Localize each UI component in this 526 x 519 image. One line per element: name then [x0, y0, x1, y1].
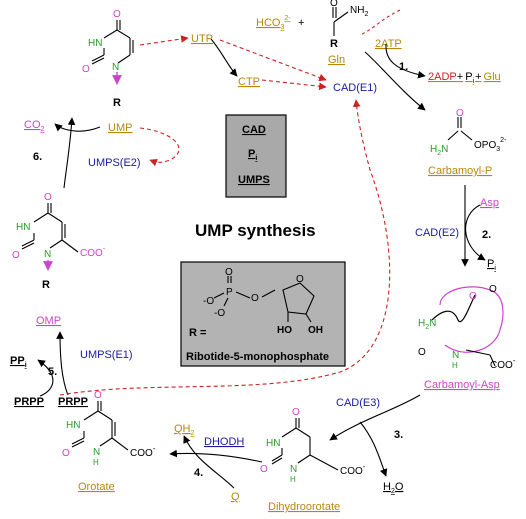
- carbamoyl-p-structure: O H2N OPO32- Carbamoyl-P: [428, 108, 507, 177]
- carbamoyl-p-h2n: H2N: [430, 144, 448, 157]
- omp-o1: O: [44, 192, 52, 203]
- orotate-h: H: [93, 458, 99, 467]
- ribose-ho: HO: [277, 325, 292, 336]
- ribose-o-bridge: O: [251, 293, 259, 304]
- uracil-top-r: R: [113, 97, 121, 109]
- legend-cad: CAD: [242, 124, 266, 136]
- ribose-o-ring: O: [296, 274, 304, 285]
- step-2: 2.: [482, 229, 491, 241]
- asp-label: Asp: [480, 197, 499, 209]
- legend-umps: UMPS: [238, 174, 270, 186]
- carbamoyl-asp-label: Carbamoyl-Asp: [424, 379, 500, 391]
- utp-label: UTP: [191, 33, 213, 45]
- plus-hco3: +: [298, 17, 304, 29]
- gln-r: R: [330, 38, 338, 50]
- carbamoyl-asp-o2: O: [489, 284, 497, 295]
- prpp-label: PRPP: [58, 396, 88, 408]
- ribose-o-bottom: -O: [214, 308, 225, 319]
- ribose-caption: Ribotide-5-monophosphate: [186, 351, 329, 363]
- dho-n: N: [290, 464, 297, 475]
- dho-coo: COO-: [340, 462, 366, 477]
- carbamoyl-asp-structure: O O H2N O N H COO- Carbamoyl-Asp: [418, 284, 516, 391]
- orotate-o1: O: [94, 390, 102, 401]
- enzyme-umps-e1: UMPS(E1): [80, 349, 133, 361]
- hco3-label: HCO32-: [256, 15, 291, 31]
- carbamoyl-asp-o3: O: [418, 347, 426, 358]
- diagram-title: UMP synthesis: [195, 221, 316, 240]
- omp-r: R: [42, 279, 50, 291]
- step-4: 4.: [194, 467, 203, 479]
- carbamoyl-asp-coo: COO-: [490, 356, 516, 371]
- carbamoyl-asp-h2n: H2N: [418, 318, 436, 331]
- ribose-r-label: R =: [189, 327, 206, 339]
- legend-pi: Pi: [248, 148, 257, 162]
- orotate-hn: HN: [66, 420, 80, 431]
- ribose-o-minus: -O: [203, 296, 214, 307]
- uracil-top: O HN O N R: [82, 9, 134, 109]
- orotate-o2: O: [62, 448, 70, 459]
- omp-label: OMP: [36, 315, 61, 327]
- qh2-label: QH2: [174, 423, 195, 437]
- orotate-n: N: [93, 447, 100, 458]
- uracil-top-hn: HN: [88, 38, 102, 49]
- carbamoyl-p-opo3: OPO32-: [474, 137, 507, 153]
- co2-label: CO2: [24, 119, 45, 133]
- orotate-label: Orotate: [78, 481, 115, 493]
- gln-nh2: NH2: [350, 5, 368, 18]
- ribose-o-top: O: [225, 267, 233, 278]
- enzyme-cad-e2: CAD(E2): [415, 227, 459, 239]
- enzyme-umps-e2: UMPS(E2): [88, 157, 141, 169]
- dho-hn: HN: [266, 438, 280, 449]
- atp-label: 2ATP: [375, 38, 402, 50]
- glutamine-structure: O NH2 R Gln: [328, 0, 368, 66]
- carbamoyl-asp-n: N: [452, 350, 459, 361]
- enzyme-dhodh: DHODH: [204, 436, 244, 448]
- omp-structure: O HN O N COO- R OMP: [12, 192, 106, 327]
- carbamoyl-asp-h: H: [452, 361, 458, 370]
- enzyme-cad-e1: CAD(E1): [333, 82, 377, 94]
- step-5: 5.: [48, 366, 57, 378]
- pi-step2: Pi: [487, 258, 496, 272]
- carbamoyl-asp-o1: O: [469, 291, 477, 302]
- step-6: 6.: [33, 151, 42, 163]
- omp-coo: COO-: [80, 244, 106, 259]
- ribose-box: -O O P -O O O R = HO OH Ribotide-5-monop…: [180, 261, 346, 367]
- omp-hn: HN: [16, 222, 30, 233]
- omp-o2: O: [12, 250, 20, 261]
- ribose-oh: OH: [308, 325, 323, 336]
- h2o-label: H2O: [383, 481, 404, 495]
- adp-pi-glu: 2ADP+Pi+Glu: [428, 71, 501, 85]
- dho-h: H: [290, 475, 296, 484]
- omp-n: N: [44, 249, 51, 260]
- orotate-structure: O HN O N H COO- Orotate: [62, 390, 156, 493]
- step-1: 1.: [399, 61, 408, 73]
- dihydroorotate-label: Dihydroorotate: [268, 501, 340, 513]
- legend-box: CAD Pi UMPS: [225, 114, 287, 198]
- carbamoyl-p-label: Carbamoyl-P: [428, 165, 492, 177]
- carbamoyl-p-o: O: [456, 108, 464, 119]
- dho-o2: O: [260, 464, 268, 475]
- ppi-label: PPi: [10, 355, 27, 369]
- dho-o1: O: [292, 407, 300, 418]
- ctp-label: CTP: [238, 76, 260, 88]
- ump-label: UMP: [108, 122, 132, 134]
- uracil-top-o2: O: [82, 64, 90, 75]
- uracil-top-o1: O: [113, 9, 121, 20]
- enzyme-cad-e3: CAD(E3): [336, 397, 380, 409]
- orotate-coo: COO-: [130, 444, 156, 459]
- dihydroorotate-structure: O HN O N H COO- Dihydroorotate: [260, 407, 366, 513]
- ribose-p: P: [226, 287, 233, 298]
- uracil-top-n: N: [112, 62, 119, 73]
- gln-label: Gln: [328, 54, 345, 66]
- step-3: 3.: [394, 429, 403, 441]
- gln-o: O: [330, 0, 338, 9]
- q-label: Q: [231, 491, 240, 503]
- prpp-substrate: PRPP: [14, 396, 44, 408]
